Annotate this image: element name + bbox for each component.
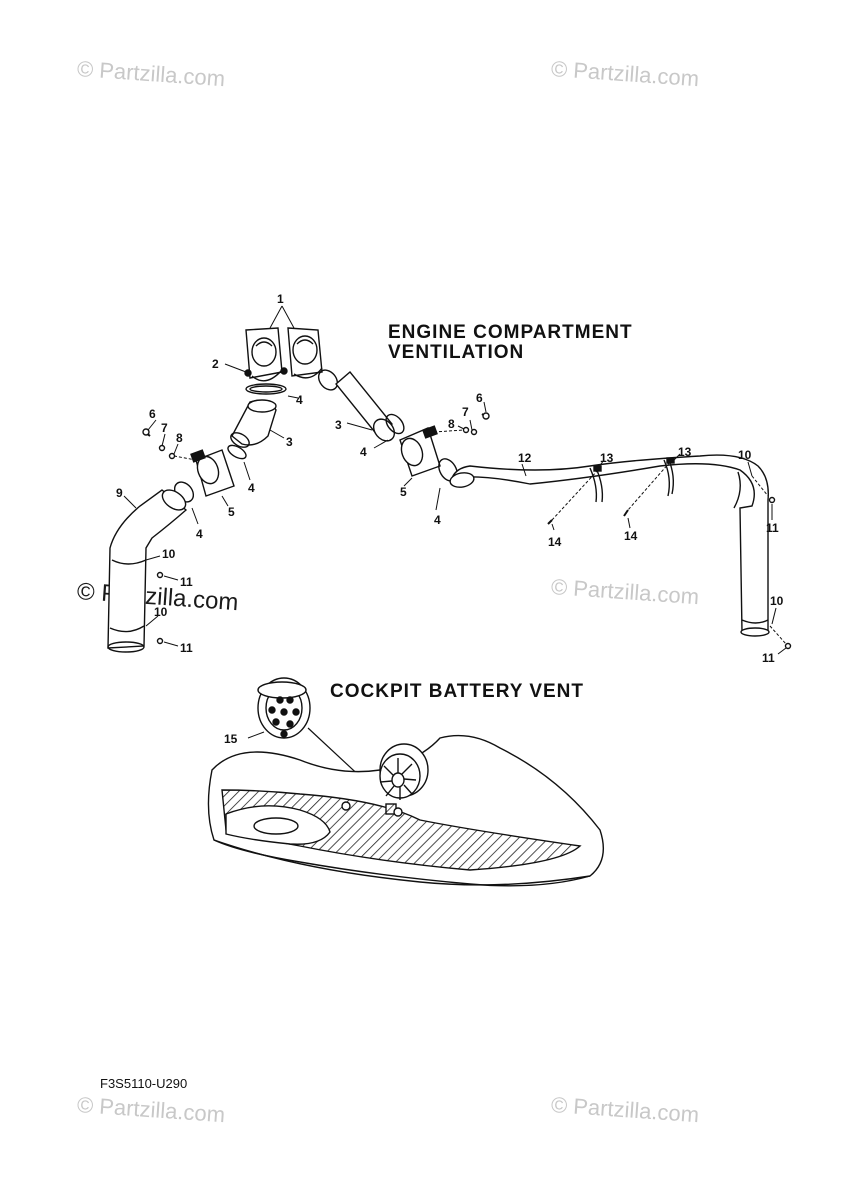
callout-8-left: 8 <box>176 431 183 445</box>
callout-10-a: 10 <box>162 547 176 561</box>
callout-4-b: 4 <box>360 445 367 459</box>
engine-heading-line2: VENTILATION <box>388 342 525 363</box>
cockpit-heading: COCKPIT BATTERY VENT <box>330 681 584 702</box>
callout-8-right: 8 <box>448 417 455 431</box>
callout-10-d: 10 <box>770 594 784 608</box>
callout-10-b: 10 <box>154 605 168 619</box>
engine-heading: ENGINE COMPARTMENT VENTILATION <box>388 323 633 363</box>
part-5-fitting-left <box>190 449 235 507</box>
watercraft-hull <box>207 734 604 887</box>
callout-3-left: 3 <box>286 435 293 449</box>
callout-6-right: 6 <box>476 391 483 405</box>
engine-heading-line1: ENGINE COMPARTMENT <box>388 322 633 343</box>
callout-7-right: 7 <box>462 405 469 419</box>
callout-4-c: 4 <box>248 481 255 495</box>
callout-5-right: 5 <box>400 485 407 499</box>
part-3-hose-center <box>317 369 396 442</box>
callout-6-left: 6 <box>149 407 156 421</box>
callout-11-b: 11 <box>180 641 193 655</box>
part-13-clamp-a <box>593 465 602 472</box>
callout-1: 1 <box>277 292 284 306</box>
part-5-fitting-right <box>399 425 441 487</box>
callout-labels: 1 2 4 3 3 4 4 4 5 5 4 6 7 8 6 7 8 9 10 1… <box>116 292 784 746</box>
part-3-elbow-left <box>230 399 285 448</box>
callout-2: 2 <box>212 357 219 371</box>
callout-11-d: 11 <box>762 651 775 665</box>
callout-4-e: 4 <box>434 513 441 527</box>
callout-11-c: 11 <box>766 521 779 535</box>
callout-4-d: 4 <box>196 527 203 541</box>
callout-3-center: 3 <box>335 418 342 432</box>
diagram-code: F3S5110-U290 <box>100 1076 188 1091</box>
part-4-clamp-left-upper <box>227 444 247 460</box>
part-4-clamp-center <box>385 413 405 435</box>
callout-13-b: 13 <box>678 445 692 459</box>
callout-13-a: 13 <box>600 451 614 465</box>
callout-7-left: 7 <box>161 421 168 435</box>
part-4-clamp <box>245 383 287 395</box>
callout-14-a: 14 <box>548 535 562 549</box>
callout-12: 12 <box>518 451 532 465</box>
callout-10-c: 10 <box>738 448 752 462</box>
callout-9: 9 <box>116 486 123 500</box>
callout-11-a: 11 <box>180 575 193 589</box>
callout-14-b: 14 <box>624 529 638 543</box>
part-15-battery-vent <box>247 677 311 739</box>
callout-15: 15 <box>224 732 238 746</box>
part-9-hose-left <box>107 489 188 653</box>
part-12-hose-long <box>449 454 770 637</box>
callout-4-a: 4 <box>296 393 303 407</box>
callout-5-left: 5 <box>228 505 235 519</box>
part-1-vent-covers <box>245 327 323 382</box>
